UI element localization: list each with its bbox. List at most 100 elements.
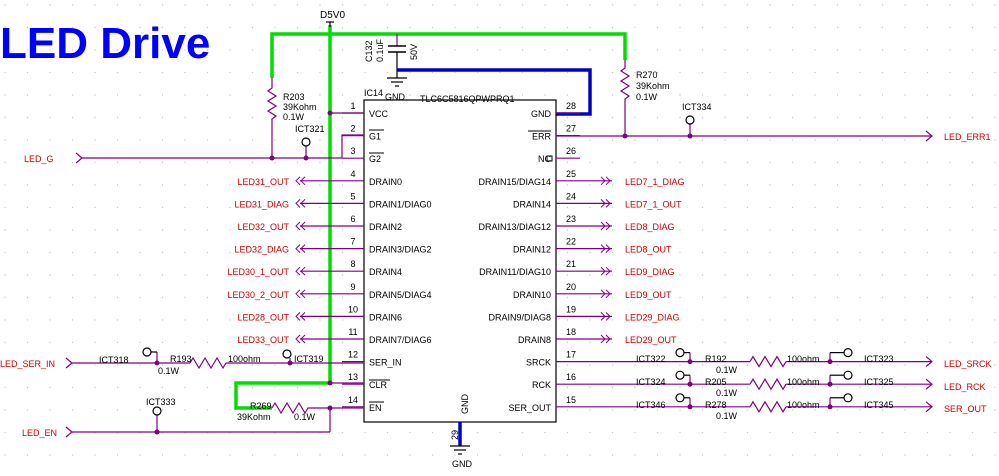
pin-16-num: 16 [566,372,576,382]
r278-ref: R278 [705,400,727,410]
pin-17-num: 17 [566,350,576,360]
net-label-left: LED30_1_OUT [227,267,289,277]
pin-14-num: 14 [348,395,358,405]
net-label-left: LED30_2_OUT [227,290,289,300]
ict345-label: ICT345 [864,400,894,410]
pin-6-num: 6 [350,214,355,224]
r205-ref: R205 [705,377,727,387]
r192-value: 100ohm [787,354,820,364]
r203-value: 39Kohm [283,102,317,112]
pin-18-name: DRAIN8 [518,335,551,345]
net-label-left: LED28_OUT [237,312,289,322]
pin-26-name: NC [538,154,551,164]
pin-5-num: 5 [350,191,355,201]
pin-9-num: 9 [350,282,355,292]
r270-value: 39Kohm [636,81,670,91]
port-arrow [925,356,933,368]
c132-voltage: 50V [409,44,419,60]
r203-power: 0.1W [283,112,305,122]
pin-12-num: 12 [348,350,358,360]
net-label-left: LED31_OUT [237,177,289,187]
net-label-left: LED33_OUT [237,335,289,345]
junction-dot [269,155,275,161]
r269-power: 0.1W [294,412,316,422]
net-label-right: LED7_1_OUT [625,199,682,209]
pin-15-name: SER_OUT [508,403,551,413]
pin-2-name: G1 [369,132,381,142]
port-ser-out: SER_OUT [944,404,987,414]
ic14-part: TLC6C5816QPWPRQ1 [420,94,515,104]
net-label-right: LED8_OUT [625,245,672,255]
ict318-label: ICT318 [99,355,129,365]
pin-1-num: 1 [350,101,355,111]
pin-5-name: DRAIN1/DIAG0 [369,199,432,209]
d5v0-net [234,25,627,410]
pin-15-num: 15 [566,395,576,405]
ict334-label: ICT334 [682,102,712,112]
left-drain-nets: LED31_OUTLED31_DIAGLED32_OUTLED32_DIAGLE… [227,176,342,345]
pin-4-name: DRAIN0 [369,177,402,187]
pin-22-name: DRAIN12 [513,245,551,255]
pin-28-name: GND [531,109,552,119]
net-label-left: LED31_DIAG [234,199,289,209]
pin-19-name: DRAIN9/DIAG8 [488,312,551,322]
ict323-label: ICT323 [864,354,894,364]
r205-value: 100ohm [787,377,820,387]
ict333-label: ICT333 [146,397,176,407]
capacitor-c132: C132 0.1uF 50V GND [364,34,419,102]
page-title: LED Drive [0,19,210,68]
testpoint-ict334 [685,115,695,125]
pin-27-num: 27 [566,124,576,134]
pin-7-name: DRAIN3/DIAG2 [369,245,432,255]
port-led-ser-in: LED_SER_IN [0,359,55,369]
pin-27-name: ERR [532,132,552,142]
c132-ref: C132 [364,40,374,62]
pin-21-name: DRAIN11/DIAG10 [479,267,551,277]
pin-25-num: 25 [566,169,576,179]
left-pins: 1VCC2G13G24DRAIN05DRAIN1/DIAG06DRAIN27DR… [342,101,432,413]
led-ser-in-chevron [65,357,73,369]
r192-ref: R192 [705,354,727,364]
led-en-net [72,401,364,433]
ict322-label: ICT322 [636,354,666,364]
testpoint-ict321 [301,137,311,147]
ict319-label: ICT319 [294,354,324,364]
pin-14-name: EN [369,403,382,413]
pin-9-name: DRAIN5/DIAG4 [369,290,432,300]
ic14-chip: IC14 TLC6C5816QPWPRQ1 1VCC2G13G24DRAIN05… [342,88,580,469]
right-pins: 28GND27ERR26NC25DRAIN15/DIAG1424DRAIN142… [478,101,580,413]
right-bottom-nets [580,348,933,413]
net-label-right: LED7_1_DIAG [625,177,685,187]
c132-gnd-label: GND [385,92,406,102]
port-arrow [925,401,933,413]
ict325-label: ICT325 [864,377,894,387]
pin-23-name: DRAIN13/DIAG12 [478,222,551,232]
pin-2-num: 2 [350,124,355,134]
r205-power: 0.1W [716,388,738,398]
gnd-net [397,68,592,116]
pin-8-num: 8 [350,259,355,269]
pin-21-num: 21 [566,259,576,269]
r193-power: 0.1W [158,366,180,376]
pin-18-num: 18 [566,327,576,337]
net-label-right: LED29_OUT [625,335,677,345]
r203-ref: R203 [283,92,305,102]
pin-17-name: SRCK [526,358,551,368]
net-label-right: LED9_DIAG [625,267,675,277]
ict324-label: ICT324 [636,377,666,387]
pin-28-num: 28 [566,101,576,111]
pin-29-num: 29 [450,430,460,440]
ict346-label: ICT346 [636,400,666,410]
r269-ref: R269 [250,401,272,411]
pin-19-num: 19 [566,304,576,314]
pin-11-name: DRAIN7/DIAG6 [369,335,432,345]
r278-power: 0.1W [716,411,738,421]
r278-value: 100ohm [787,400,820,410]
ic14-ref: IC14 [364,88,383,98]
r193-value: 100ohm [228,354,261,364]
right-drain-nets: LED7_1_DIAGLED7_1_OUTLED8_DIAGLED8_OUTLE… [580,176,685,345]
net-label-left: LED32_OUT [237,222,289,232]
bottom-gnd-label: GND [452,459,473,469]
led-g-net [82,134,364,159]
